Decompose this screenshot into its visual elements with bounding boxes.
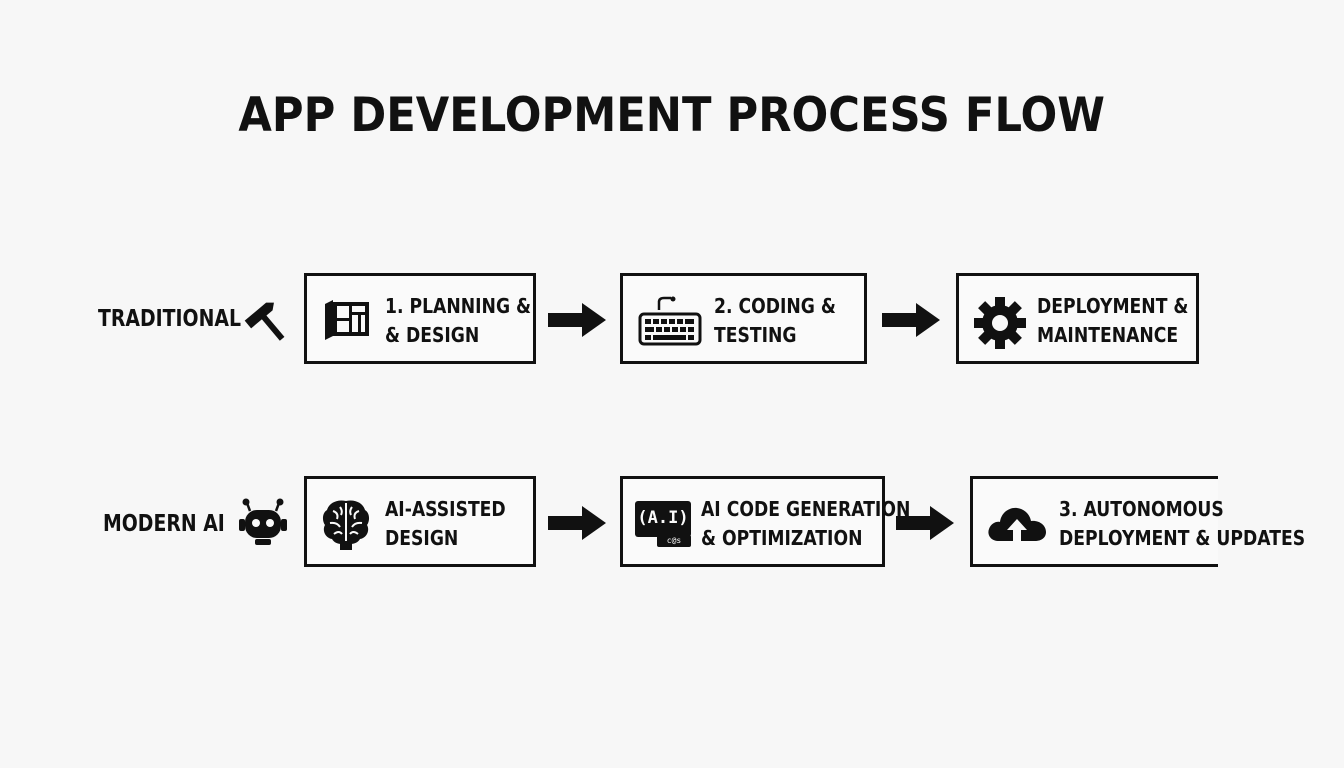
ai-code-icon-label: (A.I) bbox=[637, 508, 689, 528]
page-title: APP DEVELOPMENT PROCESS FLOW bbox=[238, 88, 1105, 143]
robot-icon bbox=[239, 498, 287, 545]
step-line1: 3. AUTONOMOUS bbox=[1059, 497, 1224, 521]
brain-icon bbox=[322, 500, 370, 550]
step-line1: 1. PLANNING & bbox=[385, 294, 532, 318]
ai-code-icon: (A.I) c@s bbox=[635, 501, 691, 547]
step-autonomous-deployment: 3. AUTONOMOUS DEPLOYMENT & UPDATES bbox=[970, 476, 1305, 567]
step-line2: & DESIGN bbox=[385, 323, 480, 347]
step-line2: DESIGN bbox=[385, 526, 459, 550]
hammer-icon bbox=[244, 302, 285, 341]
step-line2: MAINTENANCE bbox=[1037, 323, 1179, 347]
step-coding-testing: 2. CODING & TESTING bbox=[620, 273, 867, 364]
step-line2: TESTING bbox=[714, 323, 797, 347]
step-ai-code-generation: (A.I) c@s AI CODE GENERATION & OPTIMIZAT… bbox=[620, 476, 910, 567]
step-line2: & OPTIMIZATION bbox=[701, 526, 863, 550]
step-line1: DEPLOYMENT & bbox=[1037, 294, 1189, 318]
step-deployment-maintenance: DEPLOYMENT & MAINTENANCE bbox=[956, 273, 1199, 364]
row-label-traditional: TRADITIONAL bbox=[98, 306, 241, 332]
step-planning-design: 1. PLANNING & & DESIGN bbox=[304, 273, 536, 364]
gear-icon bbox=[974, 297, 1026, 349]
arrow-right-icon bbox=[896, 506, 954, 540]
cloud-upload-icon bbox=[988, 507, 1046, 541]
row-label-modern-ai: MODERN AI bbox=[103, 511, 225, 537]
step-line1: AI CODE GENERATION bbox=[701, 497, 911, 521]
arrow-right-icon bbox=[548, 303, 606, 337]
ai-code-icon-sublabel: c@s bbox=[666, 536, 682, 545]
step-line1: AI-ASSISTED bbox=[385, 497, 506, 521]
keyboard-icon bbox=[638, 296, 702, 346]
arrow-right-icon bbox=[882, 303, 940, 337]
step-ai-assisted-design: AI-ASSISTED DESIGN bbox=[304, 476, 536, 567]
arrow-right-icon bbox=[548, 506, 606, 540]
blueprint-icon bbox=[325, 300, 369, 340]
step-line2: DEPLOYMENT & UPDATES bbox=[1059, 526, 1306, 550]
step-line1: 2. CODING & bbox=[714, 294, 836, 318]
